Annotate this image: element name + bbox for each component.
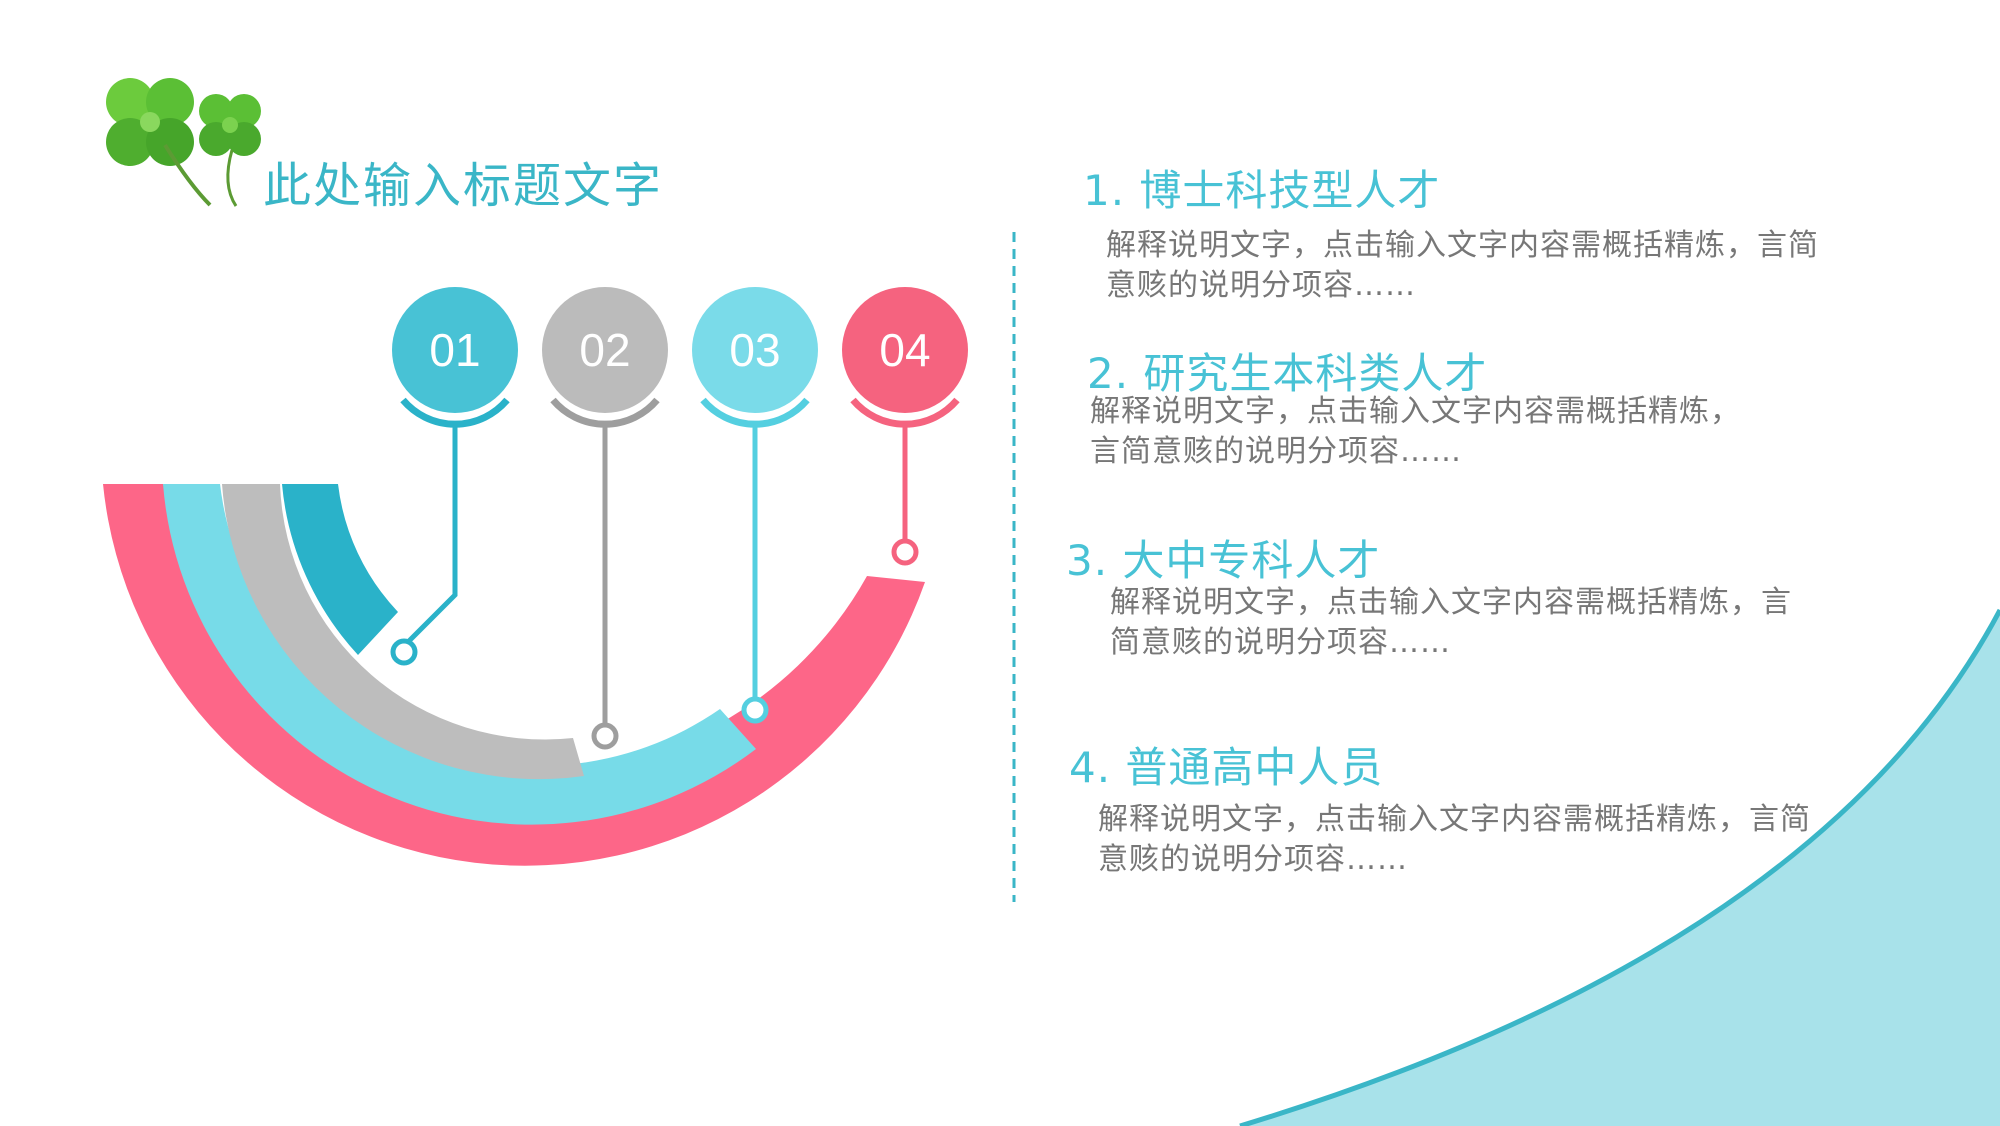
arc-light-cyan [163, 484, 756, 825]
badge-graphic-04 [842, 287, 968, 566]
item-1-heading: 1. 博士科技型人才 [1083, 166, 1441, 215]
four-leaf-clover-icon [106, 78, 261, 207]
item-3-desc-line2: 简意赅的说明分项容…… [1110, 625, 1451, 660]
arc-gray [222, 484, 584, 780]
badge-graphic-03 [692, 287, 818, 724]
item-4-heading: 4. 普通高中人员 [1069, 743, 1384, 792]
badge-graphic-01 [390, 287, 518, 666]
item-2-desc-line2: 言简意赅的说明分项容…… [1090, 434, 1462, 469]
badge-graphic-02 [542, 287, 668, 750]
corner-wave-edge [1239, 608, 2000, 1126]
item-1-desc-line1: 解释说明文字，点击输入文字内容需概括精炼，言简 [1106, 228, 1819, 263]
item-3-desc-line1: 解释说明文字，点击输入文字内容需概括精炼，言 [1110, 585, 1792, 620]
item-2-heading: 2. 研究生本科类人才 [1087, 349, 1488, 398]
corner-wave [1240, 610, 2000, 1126]
item-4-desc-line1: 解释说明文字，点击输入文字内容需概括精炼，言简 [1098, 802, 1811, 837]
item-3-heading: 3. 大中专科人才 [1066, 536, 1381, 585]
badge-04-label: 04 [879, 324, 931, 376]
page-title: 此处输入标题文字 [263, 158, 664, 214]
item-1-desc-line2: 意赅的说明分项容…… [1106, 268, 1416, 303]
arc-teal [282, 484, 398, 655]
badge-02-label: 02 [579, 324, 631, 376]
item-2-desc-line1: 解释说明文字，点击输入文字内容需概括精炼， [1090, 394, 1741, 429]
badge-03-label: 03 [729, 324, 781, 376]
item-4-desc-line2: 意赅的说明分项容…… [1098, 842, 1408, 877]
badge-01-label: 01 [429, 324, 481, 376]
